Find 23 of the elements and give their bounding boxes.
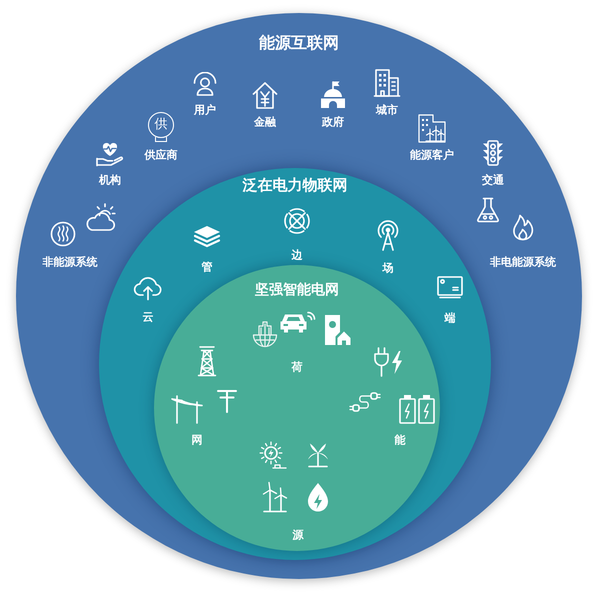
item-label: 荷 — [292, 360, 302, 374]
item-label: 能 — [394, 433, 406, 447]
item-label: 非电能源系统 — [490, 255, 556, 269]
item-label: 场 — [382, 261, 394, 275]
item-label: 云 — [142, 310, 154, 324]
item-label: 管 — [202, 260, 212, 274]
item-label: 能源客户 — [410, 148, 454, 162]
ring-title: 坚强智能电网 — [255, 282, 339, 299]
item-label: 机构 — [99, 173, 121, 187]
item-label: 源 — [292, 528, 304, 542]
item-label: 城市 — [376, 103, 398, 117]
ring-title: 泛在电力物联网 — [242, 176, 348, 194]
item-label: 端 — [444, 311, 456, 325]
item-label: 边 — [292, 248, 302, 262]
item-label: 非能源系统 — [42, 255, 98, 269]
item-label: 政府 — [322, 115, 344, 129]
ring-title: 能源互联网 — [259, 33, 339, 52]
item-label: 交通 — [482, 173, 504, 187]
item-label: 网 — [192, 433, 202, 447]
item-label: 供应商 — [144, 148, 178, 162]
circled-character: 供 — [148, 112, 174, 142]
item-label: 用户 — [194, 103, 216, 117]
item-label: 金融 — [254, 115, 276, 129]
